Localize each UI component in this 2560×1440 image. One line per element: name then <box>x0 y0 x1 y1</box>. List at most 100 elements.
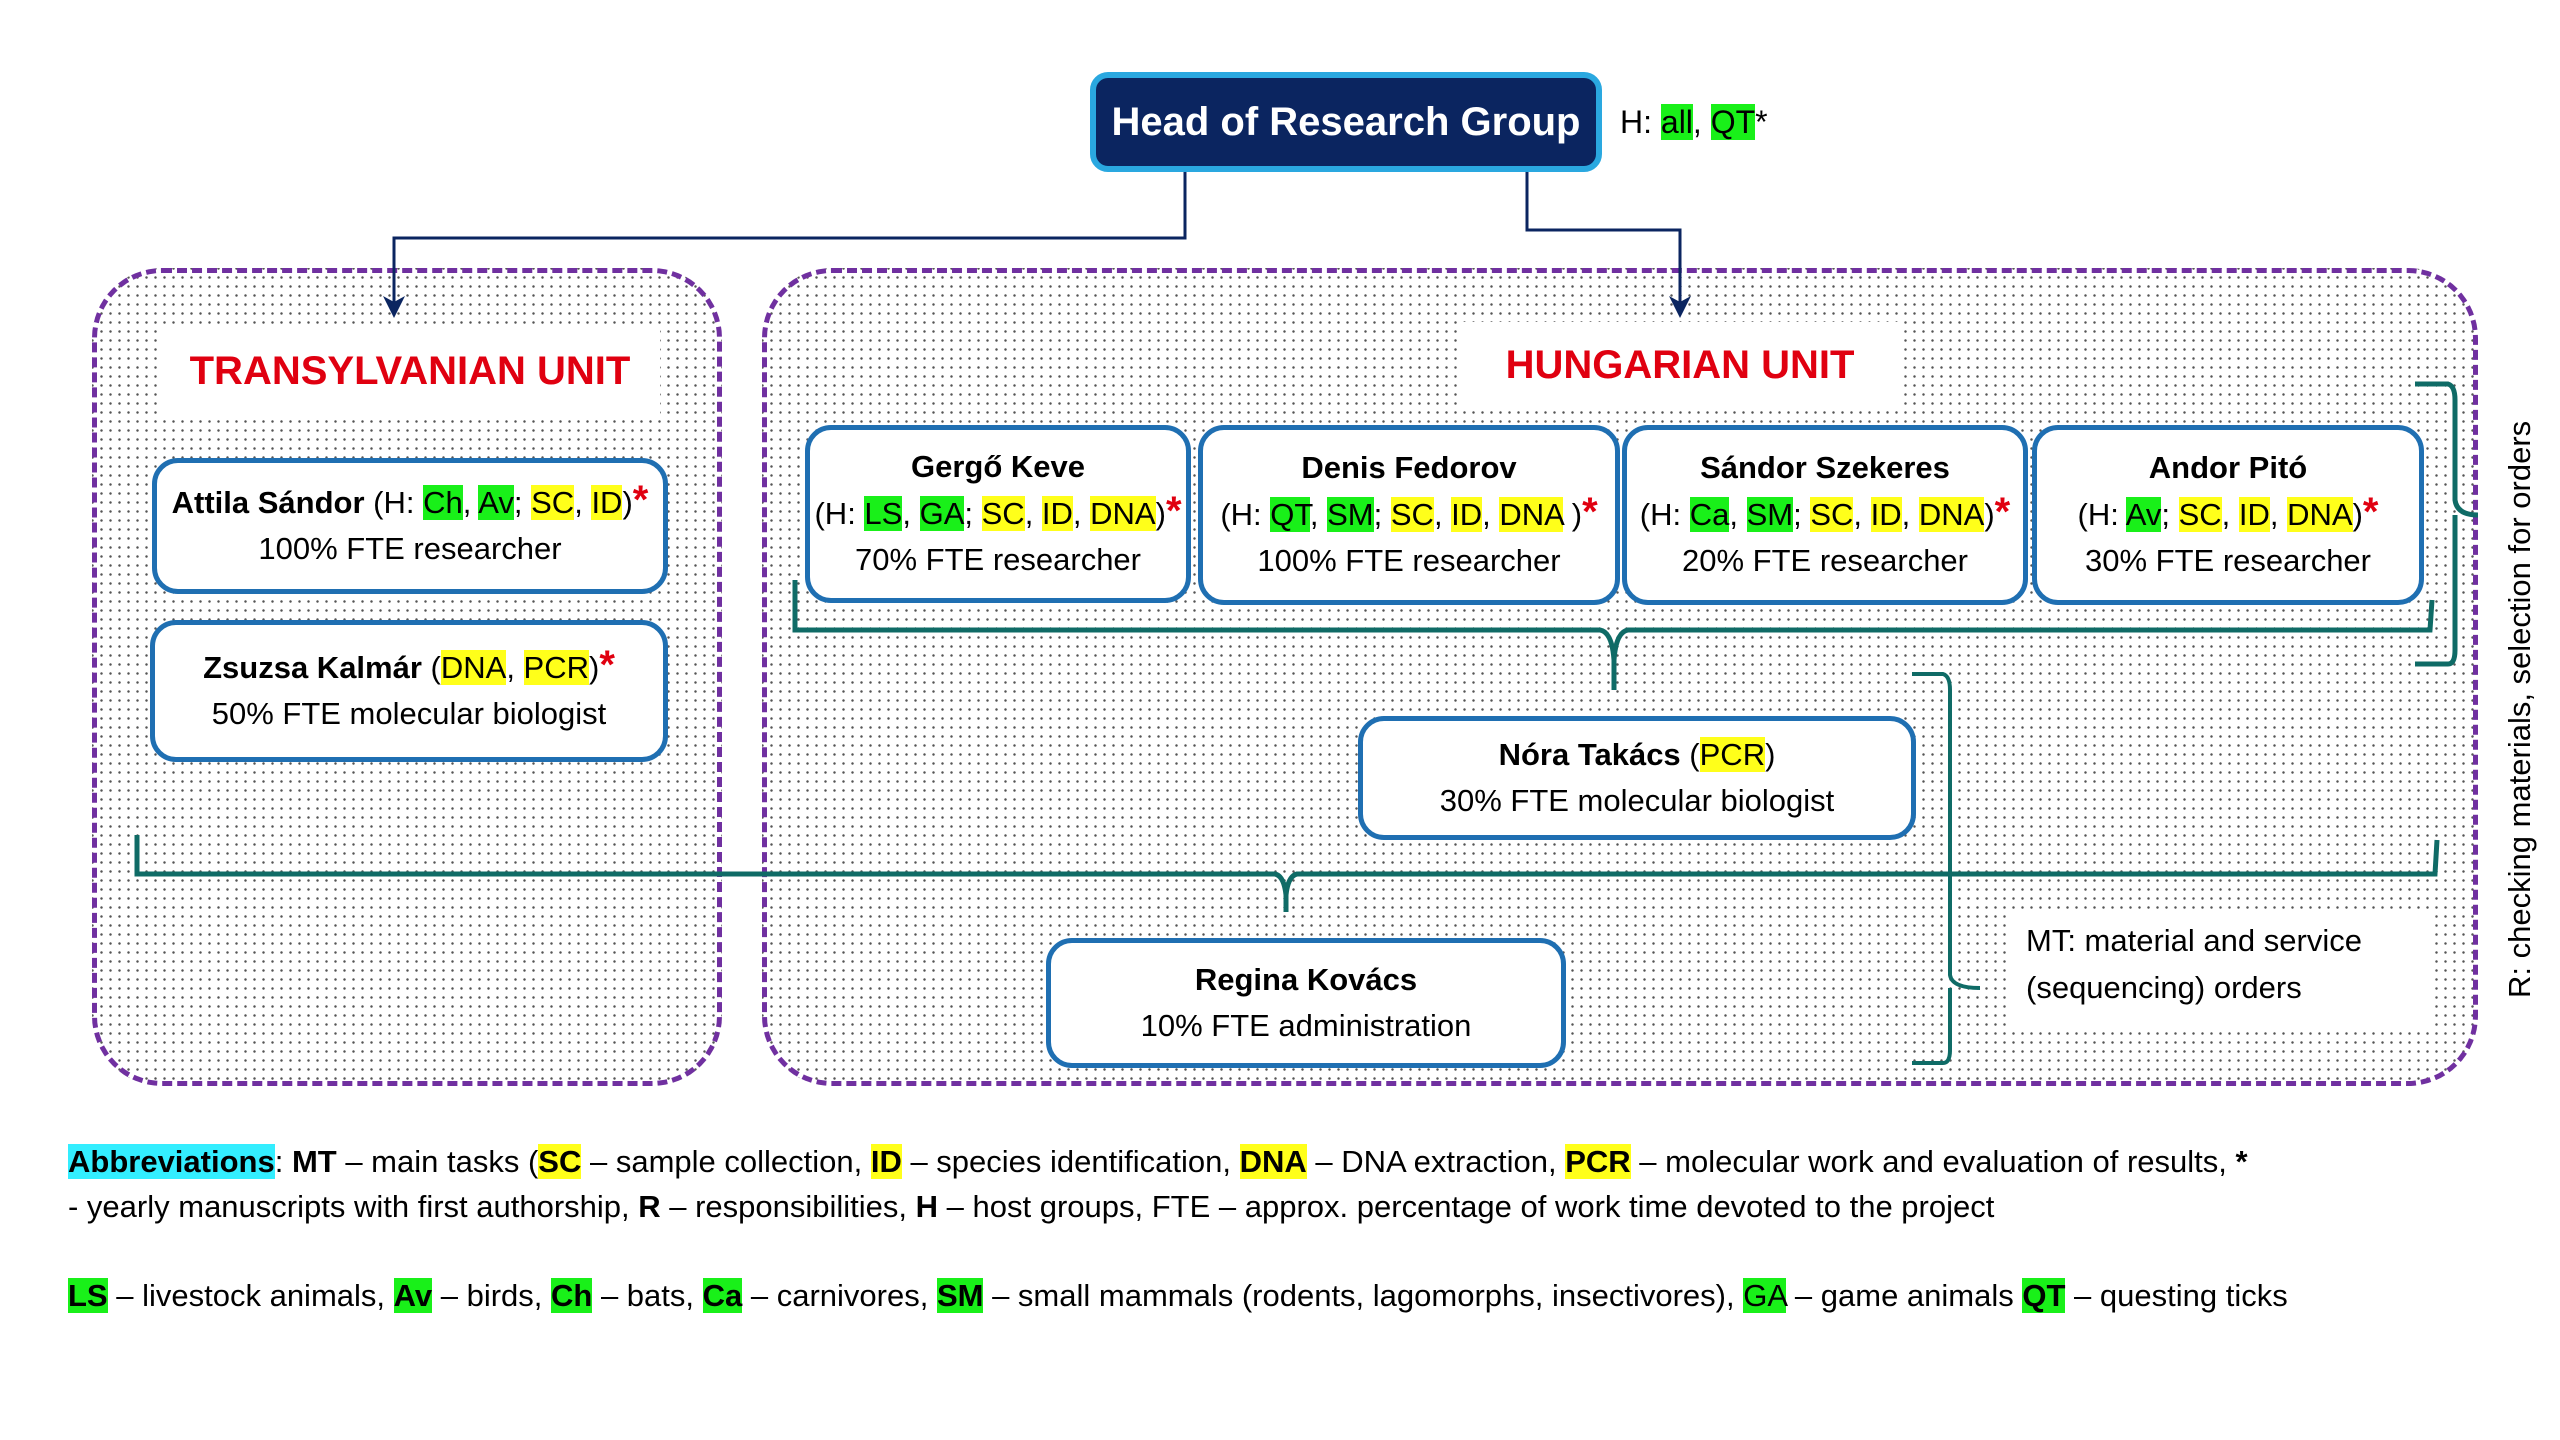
legend-text: - yearly manuscripts with first authorsh… <box>68 1188 639 1224</box>
legend-text: – game animals <box>1786 1277 2023 1313</box>
legend-task-abbrev: ID <box>870 1144 902 1179</box>
task-tag: ID <box>1870 496 1902 532</box>
member-role: 10% FTE administration <box>1140 1008 1472 1043</box>
mt-note: MT: material and service (sequencing) or… <box>2010 912 2430 1026</box>
legend-host-abbrev: Ca <box>702 1277 743 1313</box>
legend-host-abbrev: LS <box>68 1277 108 1313</box>
task-tag: ID <box>591 484 623 520</box>
legend-host-abbrev: GA <box>1743 1277 1787 1313</box>
first-author-star-icon: * <box>1165 488 1182 533</box>
legend-term: * <box>2235 1144 2248 1179</box>
legend-term: H <box>915 1188 939 1224</box>
legend-task-abbrev: SC <box>538 1144 582 1179</box>
legend-text: : <box>274 1144 292 1179</box>
task-tag: ID <box>2238 496 2270 532</box>
legend-text: – sample collection, <box>581 1144 871 1179</box>
legend-term: MT <box>291 1144 337 1179</box>
host-tag-all: all <box>1660 104 1693 140</box>
member-name: Andor Pitó <box>2148 450 2308 486</box>
abbreviations-label: Abbreviations <box>68 1144 275 1179</box>
legend-host-abbrev: QT <box>2022 1277 2066 1313</box>
host-tag: SM <box>1746 496 1794 532</box>
member-card-gergo-keve: Gergő Keve (H: LS, GA; SC, ID, DNA)* 70%… <box>805 425 1191 603</box>
legend-text: – responsibilities, <box>660 1188 916 1224</box>
host-tag: Av <box>478 484 514 520</box>
member-card-zsuzsa-kalmar: Zsuzsa Kalmár (DNA, PCR)* 50% FTE molecu… <box>150 620 668 762</box>
task-tag: ID <box>1041 495 1073 531</box>
legend-line-2: - yearly manuscripts with first authorsh… <box>68 1185 2528 1230</box>
first-author-star-icon: * <box>1582 489 1598 534</box>
legend-text: – questing ticks <box>2065 1277 2288 1313</box>
member-role: 50% FTE molecular biologist <box>211 696 607 731</box>
member-card-regina-kovacs: Regina Kovács 10% FTE administration <box>1046 938 1566 1068</box>
host-tag: Av <box>2125 496 2162 532</box>
member-card-attila-sandor: Attila Sándor (H: Ch, Av; SC, ID)* 100% … <box>152 458 668 594</box>
abbreviations-legend: Abbreviations: MT – main tasks (SC – sam… <box>68 1140 2528 1319</box>
task-tag: DNA <box>1499 496 1564 532</box>
legend-text: – host groups, FTE – approx. percentage … <box>938 1188 1995 1224</box>
host-tag: QT <box>1270 496 1310 532</box>
legend-host-abbrev: Av <box>393 1277 433 1313</box>
host-tag: GA <box>919 495 965 531</box>
task-tag: DNA <box>2287 496 2353 532</box>
legend-line-3: LS – livestock animals, Av – birds, Ch –… <box>68 1274 2528 1319</box>
head-host-note: H: all, QT* <box>1620 104 1768 140</box>
member-name: Regina Kovács <box>1194 961 1418 997</box>
member-role: 100% FTE researcher <box>1257 543 1561 579</box>
member-name: Gergő Keve <box>910 449 1085 485</box>
task-tag: DNA <box>440 649 507 685</box>
legend-text: – bats, <box>592 1277 703 1313</box>
member-card-denis-fedorov: Denis Fedorov (H: QT, SM; SC, ID, DNA )*… <box>1198 425 1620 605</box>
task-tag: SC <box>2178 496 2222 532</box>
task-tag: SC <box>981 495 1025 531</box>
head-title: Head of Research Group <box>1111 99 1581 144</box>
first-author-star-icon: * <box>632 477 649 522</box>
member-name: Attila Sándor <box>171 484 365 520</box>
host-tag-qt: QT <box>1710 104 1756 140</box>
task-tag: DNA <box>1090 495 1156 531</box>
member-role: 20% FTE researcher <box>1682 543 1968 579</box>
member-name: Sándor Szekeres <box>1700 450 1950 486</box>
host-tag: SM <box>1327 496 1374 532</box>
task-tag: SC <box>531 484 575 520</box>
member-role: 30% FTE researcher <box>2085 543 2371 579</box>
task-tag: ID <box>1451 496 1483 532</box>
hungarian-unit-title: HUNGARIAN UNIT <box>1460 322 1900 408</box>
member-role: 70% FTE researcher <box>855 542 1141 578</box>
legend-task-abbrev: DNA <box>1239 1144 1307 1179</box>
legend-text: – carnivores, <box>742 1277 937 1313</box>
legend-term: R <box>638 1188 661 1224</box>
transylvanian-unit-title: TRANSYLVANIAN UNIT <box>160 328 660 414</box>
member-card-andor-pito: Andor Pitó (H: Av; SC, ID, DNA)* 30% FTE… <box>2032 425 2424 605</box>
host-tag: Ch <box>423 484 463 520</box>
legend-text: – livestock animals, <box>107 1277 394 1313</box>
legend-text: – main tasks ( <box>336 1144 539 1179</box>
member-role: 100% FTE researcher <box>258 531 562 566</box>
first-author-star-icon: * <box>1994 489 2011 534</box>
task-tag: PCR <box>523 649 589 685</box>
member-card-sandor-szekeres: Sándor Szekeres (H: Ca, SM; SC, ID, DNA)… <box>1622 425 2028 605</box>
responsibilities-note: R: checking materials, selection for ord… <box>2502 420 2537 998</box>
legend-host-abbrev: SM <box>936 1277 984 1313</box>
first-author-star-icon: * <box>2362 489 2379 534</box>
task-tag: SC <box>1390 496 1434 532</box>
host-tag: LS <box>864 495 903 531</box>
member-card-nora-takacs: Nóra Takács (PCR) 30% FTE molecular biol… <box>1358 716 1916 840</box>
head-of-research-group-box: Head of Research Group <box>1090 72 1602 172</box>
legend-text: – DNA extraction, <box>1306 1144 1566 1179</box>
task-tag: PCR <box>1699 736 1766 772</box>
legend-line-1: Abbreviations: MT – main tasks (SC – sam… <box>68 1140 2528 1185</box>
task-tag: DNA <box>1918 496 1985 532</box>
first-author-star-icon: * <box>599 642 615 687</box>
legend-text: – birds, <box>432 1277 551 1313</box>
member-name: Zsuzsa Kalmár <box>203 649 422 685</box>
task-tag: SC <box>1810 496 1854 532</box>
legend-text: – species identification, <box>901 1144 1240 1179</box>
host-tag: Ca <box>1689 496 1730 532</box>
member-role: 30% FTE molecular biologist <box>1439 783 1835 818</box>
legend-text: – molecular work and evaluation of resul… <box>1630 1144 2236 1179</box>
legend-task-abbrev: PCR <box>1565 1144 1631 1179</box>
legend-host-abbrev: Ch <box>551 1277 593 1313</box>
legend-text: – small mammals (rodents, lagomorphs, in… <box>983 1277 1744 1313</box>
member-name: Denis Fedorov <box>1301 450 1517 486</box>
